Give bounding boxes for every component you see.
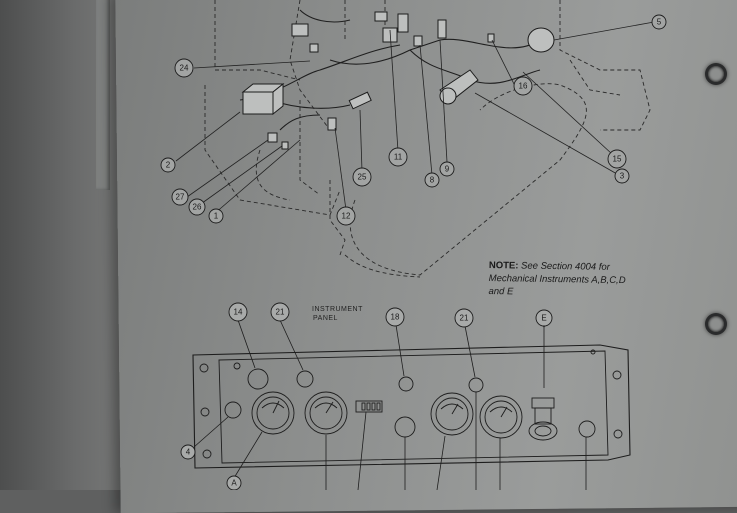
callout-3: 3 — [620, 172, 625, 181]
caption-line-2: PANEL — [313, 315, 338, 322]
callout-5: 5 — [657, 18, 662, 27]
callout-18: 18 — [391, 313, 400, 322]
callout-24: 24 — [180, 64, 189, 73]
callout-8: 8 — [430, 176, 435, 185]
callout-A: A — [231, 479, 237, 488]
instrument-panel-drawing: 14 21 18 21 E 4 A — [180, 302, 631, 490]
callout-12: 12 — [342, 212, 351, 221]
callout-9: 9 — [445, 165, 450, 174]
callout-4: 4 — [186, 448, 191, 457]
callout-1: 1 — [214, 212, 219, 221]
callout-15: 15 — [613, 155, 622, 164]
wiring-diagram: 24 2 27 26 1 12 25 11 8 9 16 5 3 15 — [160, 0, 667, 490]
callout-27: 27 — [176, 193, 185, 202]
binder-ring-top — [705, 63, 727, 85]
background-surface — [0, 0, 135, 490]
caption-line-1: INSTRUMENT — [312, 306, 363, 313]
callout-21-right: 21 — [460, 314, 469, 323]
note-heading: NOTE: — [488, 259, 519, 272]
page-tab-edge — [96, 0, 110, 190]
callout-25: 25 — [358, 173, 367, 182]
callout-11: 11 — [394, 153, 403, 162]
callout-16: 16 — [519, 82, 528, 91]
callout-E: E — [541, 314, 546, 323]
callout-14: 14 — [234, 308, 243, 317]
binder-ring-bottom — [705, 313, 727, 335]
instrument-panel-caption: INSTRUMENT PANEL — [312, 305, 363, 323]
callout-26: 26 — [193, 203, 202, 212]
callout-2: 2 — [166, 161, 171, 170]
note-block: NOTE: See Section 4004 for Mechanical In… — [488, 259, 639, 300]
callout-21-left: 21 — [276, 308, 285, 317]
